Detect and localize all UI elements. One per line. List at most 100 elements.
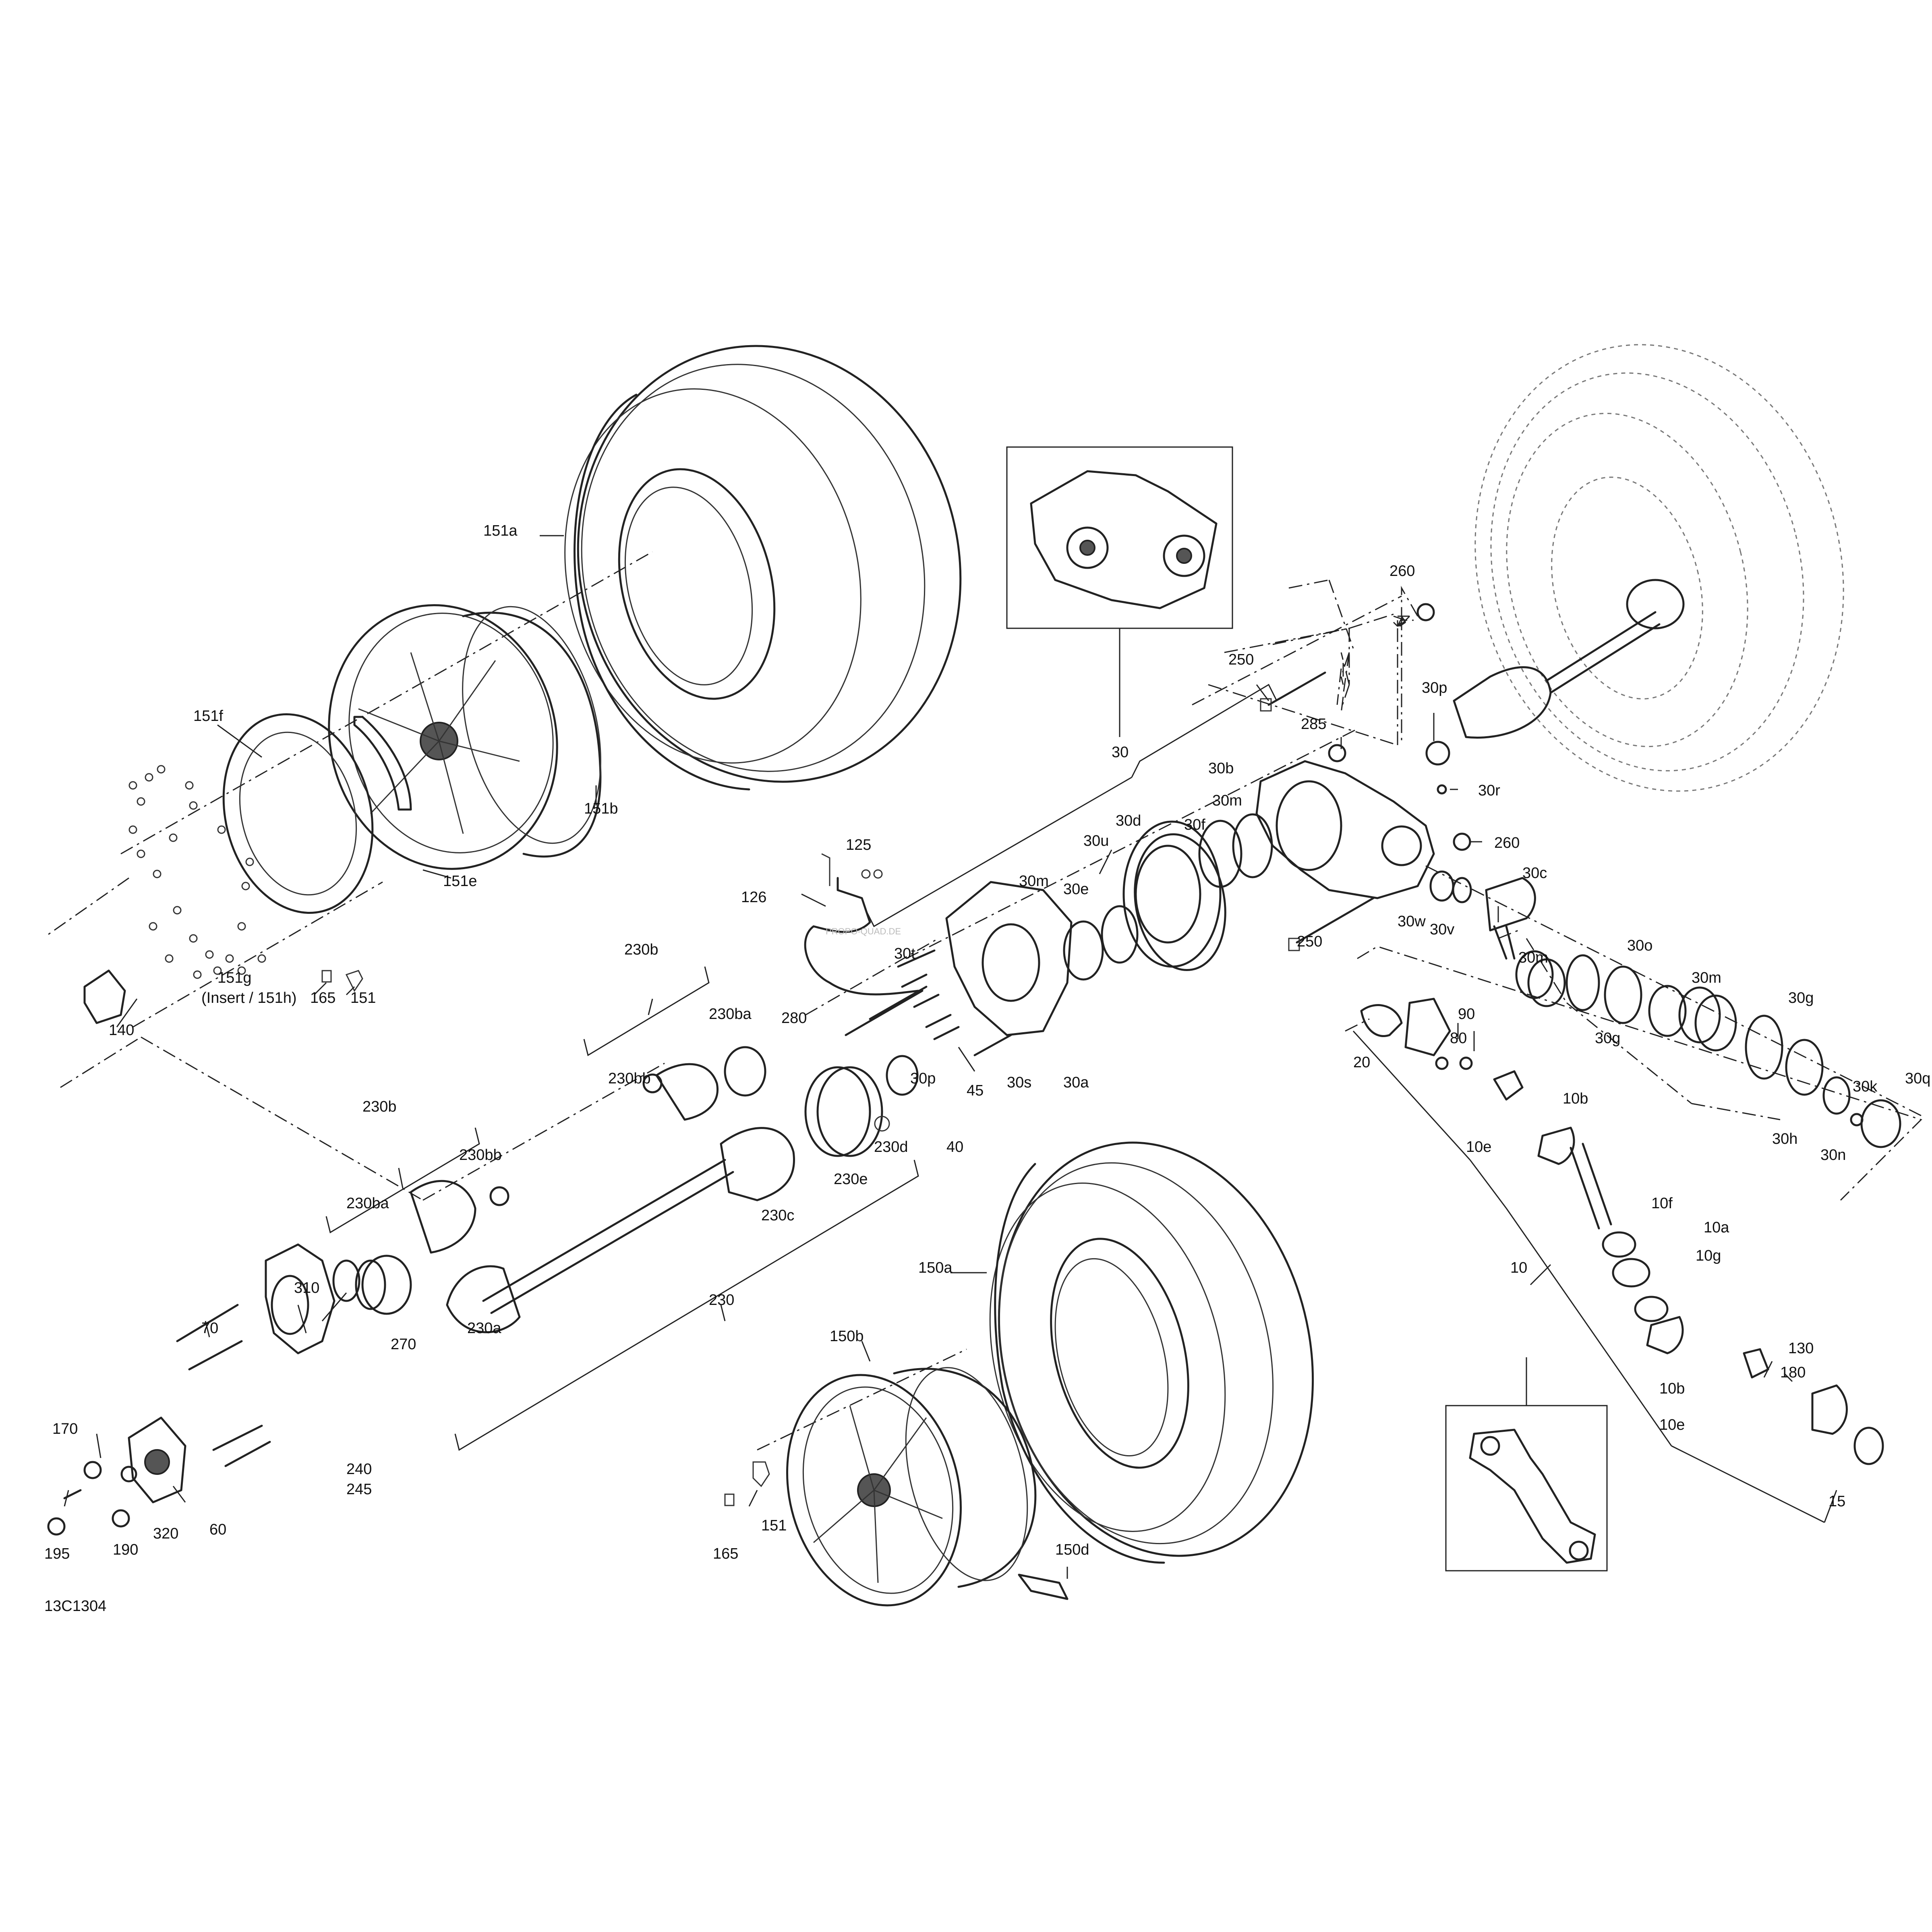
callout-250-mid: 250 — [1297, 933, 1322, 950]
callout-40: 40 — [946, 1139, 963, 1155]
callout-310: 310 — [294, 1280, 319, 1296]
callout-240: 240 — [346, 1461, 372, 1478]
callout-90: 90 — [1458, 1006, 1475, 1023]
callout-285: 285 — [1301, 716, 1326, 733]
callout-20: 20 — [1353, 1054, 1370, 1071]
breather-126 — [804, 853, 919, 996]
callout-10e-top: 10e — [1466, 1139, 1491, 1155]
callout-10a: 10a — [1704, 1219, 1729, 1236]
bolts-30t — [845, 949, 1012, 1056]
diff-housing-30b — [1255, 760, 1435, 899]
beadlock-ring-151f — [222, 713, 374, 914]
callout-150a: 150a — [918, 1259, 953, 1276]
callout-30o: 30o — [1627, 937, 1652, 954]
callout-126: 126 — [741, 889, 766, 906]
wheel-hub-60 — [47, 1304, 271, 1536]
half-shaft-right — [1425, 579, 1685, 766]
callout-15: 15 — [1828, 1493, 1845, 1510]
callout-230bb-top: 230bb — [608, 1070, 651, 1087]
callout-30p-right: 30p — [1422, 679, 1447, 696]
beadlock-screws — [128, 765, 266, 979]
callout-10b-top: 10b — [1563, 1090, 1588, 1107]
pinion-30c — [1485, 877, 1536, 960]
callout-30p-mid: 30p — [910, 1070, 936, 1087]
callout-10g: 10g — [1696, 1247, 1721, 1264]
callout-230bb-mid: 230bb — [459, 1147, 502, 1164]
callout-151g-note: (Insert / 151h) — [201, 990, 297, 1006]
callout-190: 190 — [113, 1541, 138, 1558]
callout-280: 280 — [781, 1010, 807, 1027]
callout-30e: 30e — [1063, 881, 1089, 898]
callout-150d: 150d — [1055, 1541, 1089, 1558]
callout-30k: 30k — [1853, 1078, 1878, 1095]
callout-125: 125 — [846, 837, 871, 853]
callout-250-top: 250 — [1228, 651, 1254, 668]
callout-10e-bot: 10e — [1659, 1416, 1685, 1433]
diff-rings — [1063, 813, 1472, 981]
callout-245: 245 — [346, 1481, 372, 1498]
callout-30m-c: 30m — [1692, 969, 1721, 986]
callout-30h: 30h — [1772, 1131, 1797, 1147]
tire-151a — [564, 345, 962, 791]
tire-150a — [989, 1141, 1314, 1564]
ball-30r — [1437, 784, 1447, 795]
callout-180: 180 — [1780, 1364, 1806, 1381]
callout-10b-bot: 10b — [1659, 1380, 1685, 1397]
callout-30m-a: 30m — [1212, 792, 1242, 809]
nut-285 — [1328, 744, 1346, 762]
callout-30m-d: 30m — [1518, 949, 1548, 966]
callout-151b: 151b — [584, 800, 618, 817]
callout-320: 320 — [153, 1525, 178, 1542]
valve-151-bottom — [724, 1461, 770, 1506]
brackets — [64, 535, 1922, 1579]
valve-151-top — [321, 970, 363, 992]
callout-30r: 30r — [1478, 782, 1500, 799]
callout-260-mid: 260 — [1494, 835, 1520, 851]
callout-130: 130 — [1788, 1340, 1814, 1357]
box-30 — [1006, 446, 1233, 737]
callout-151-bot: 151 — [761, 1517, 787, 1534]
callout-195: 195 — [44, 1545, 70, 1562]
callout-30v: 30v — [1430, 921, 1454, 938]
callout-165-bot: 165 — [713, 1545, 738, 1562]
callout-270: 270 — [391, 1336, 416, 1353]
callout-170: 170 — [52, 1421, 78, 1437]
callout-80: 80 — [1450, 1030, 1467, 1047]
nut-260-top — [1416, 603, 1435, 621]
callout-30s: 30s — [1007, 1074, 1031, 1091]
callout-10: 10 — [1510, 1259, 1527, 1276]
callout-30m-b: 30m — [1019, 873, 1049, 890]
callout-30c: 30c — [1522, 865, 1547, 882]
callout-30g-a: 30g — [1788, 990, 1814, 1006]
watermark: PROPO-QUAD.DE — [826, 926, 901, 936]
callout-30u: 30u — [1083, 832, 1109, 849]
callout-30f: 30f — [1184, 816, 1205, 833]
hub-240 — [265, 1243, 386, 1354]
callout-140: 140 — [109, 1022, 134, 1039]
callout-30t: 30t — [894, 945, 915, 962]
tire-right-ghost — [1474, 344, 1844, 792]
callout-30b: 30b — [1208, 760, 1234, 777]
callout-230a: 230a — [467, 1320, 501, 1337]
callout-151a: 151a — [483, 522, 518, 539]
insert-151e — [353, 716, 412, 811]
callout-30w: 30w — [1398, 913, 1426, 930]
callout-230ba-top: 230ba — [709, 1006, 752, 1023]
callout-150b: 150b — [830, 1328, 864, 1345]
callout-30: 30 — [1112, 744, 1129, 761]
pinion-stack — [1515, 950, 1901, 1148]
callout-230e: 230e — [834, 1171, 868, 1188]
callout-230b-mid: 230b — [362, 1098, 397, 1115]
callout-230ba-mid: 230ba — [346, 1195, 389, 1212]
axle-230 — [361, 1046, 919, 1334]
diff-cover-30a — [945, 881, 1073, 1036]
callout-230d: 230d — [874, 1139, 908, 1155]
callout-70: 70 — [201, 1320, 218, 1337]
drive-shaft-10 — [1352, 998, 1884, 1523]
callout-30d: 30d — [1116, 812, 1141, 829]
insert-150d — [1018, 1574, 1069, 1600]
callout-30n: 30n — [1820, 1147, 1846, 1164]
callout-151-top: 151 — [350, 990, 376, 1006]
